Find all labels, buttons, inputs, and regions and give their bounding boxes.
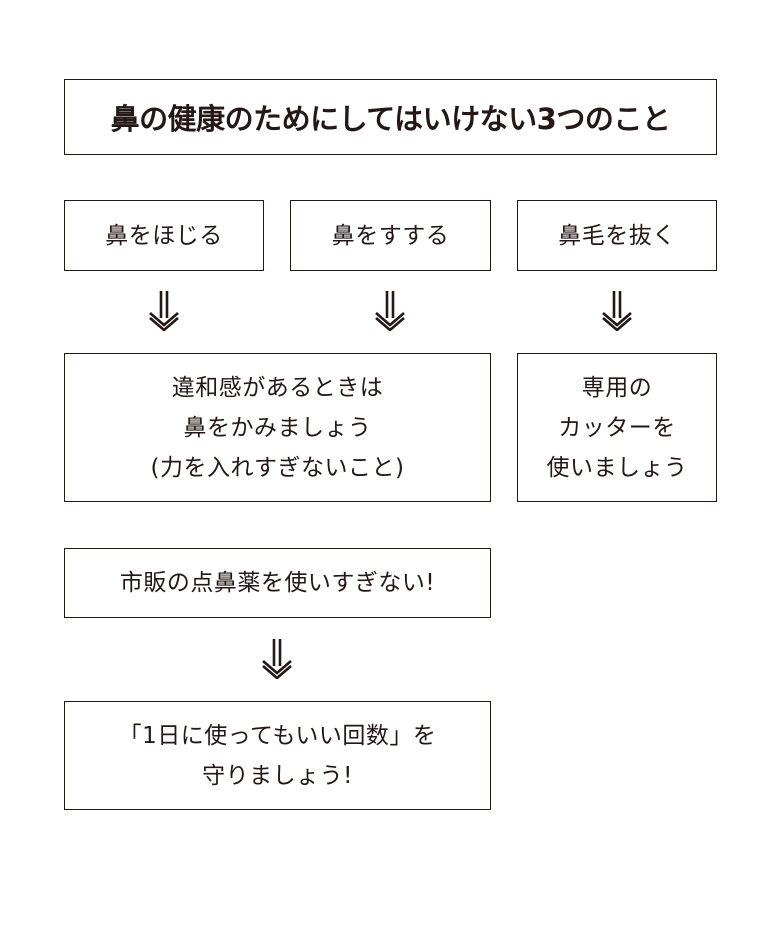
- box-label: 市販の点鼻薬を使いすぎない!: [119, 570, 436, 596]
- double-down-arrow-icon: [260, 639, 294, 679]
- box-blow-nose-advice: 違和感があるときは 鼻をかみましょう (力を入れすぎないこと): [64, 353, 491, 502]
- box-line: 専用の: [581, 374, 653, 401]
- title-box: 鼻の健康のためにしてはいけない3つのこと: [64, 79, 717, 155]
- double-down-arrow-icon: [600, 291, 634, 331]
- box-label: 鼻をほじる: [105, 222, 223, 249]
- double-down-arrow-icon: [147, 291, 181, 331]
- box-label: 鼻毛を抜く: [558, 222, 676, 249]
- box-line: (力を入れすぎないこと): [150, 454, 405, 481]
- box-cutter-advice: 専用の カッターを 使いましょう: [517, 353, 717, 502]
- box-line: 鼻をかみましょう: [183, 414, 372, 441]
- box-label: 鼻をすする: [331, 222, 450, 249]
- box-line: 使いましょう: [546, 454, 688, 481]
- box-nasal-spray-warning: 市販の点鼻薬を使いすぎない!: [64, 548, 491, 618]
- box-line: 守りましょう!: [202, 762, 353, 789]
- double-down-arrow-icon: [373, 291, 407, 331]
- box-nose-picking: 鼻をほじる: [64, 200, 264, 271]
- box-line: 「1日に使ってもいい回数」を: [118, 722, 437, 749]
- box-line: 違和感があるときは: [171, 374, 384, 401]
- diagram-title: 鼻の健康のためにしてはいけない3つのこと: [110, 102, 671, 136]
- box-line: カッターを: [558, 414, 676, 441]
- box-daily-limit-advice: 「1日に使ってもいい回数」を 守りましょう!: [64, 701, 491, 810]
- box-nose-sniffing: 鼻をすする: [290, 200, 491, 271]
- box-plucking-nose-hair: 鼻毛を抜く: [517, 200, 717, 271]
